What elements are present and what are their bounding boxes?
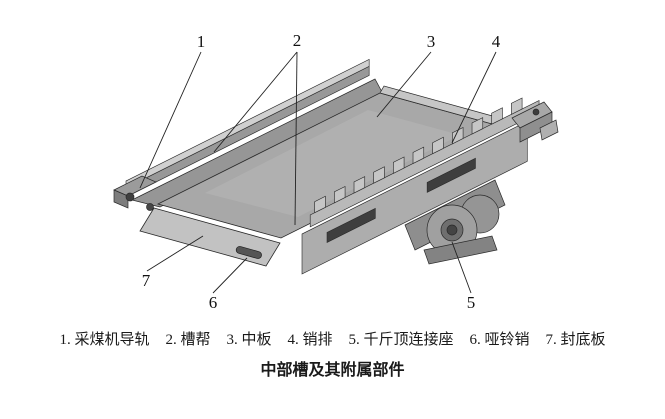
dumbbell-pin-shape <box>235 246 262 259</box>
leader-lines <box>139 51 497 294</box>
pin-row-shape <box>309 97 540 228</box>
left-bracket-shape <box>113 175 157 211</box>
legend-item-1: 1. 采煤机导轨 <box>59 332 150 348</box>
legend-item-3: 3. 中板 <box>226 332 272 348</box>
callout-2: 2 <box>293 31 302 50</box>
legend-item-6: 6. 哑铃销 <box>469 332 530 348</box>
callout-5: 5 <box>467 293 476 312</box>
callout-1: 1 <box>197 32 206 51</box>
machine-drawing: 1 2 3 4 5 6 7 <box>113 31 559 312</box>
right-connector-shape <box>511 101 559 143</box>
middle-plate-sheen <box>205 110 460 217</box>
jack-seat-shape <box>404 179 506 265</box>
callout-7: 7 <box>142 271 151 290</box>
callout-3: 3 <box>427 32 436 51</box>
legend-item-5: 5. 千斤顶连接座 <box>348 332 454 348</box>
near-trough-side-shape <box>301 120 528 275</box>
legend-line: 1. 采煤机导轨 2. 槽帮 3. 中板 4. 销排 5. 千斤顶连接座 6. 哑铃销 7.… <box>0 328 665 349</box>
legend-item-7: 7. 封底板 <box>545 332 606 348</box>
legend-item-4: 4. 销排 <box>287 332 333 348</box>
legend-item-2: 2. 槽帮 <box>165 332 211 348</box>
figure-caption: 中部槽及其附属部件 <box>260 362 405 379</box>
callout-6: 6 <box>209 293 218 312</box>
callout-4: 4 <box>492 32 501 51</box>
